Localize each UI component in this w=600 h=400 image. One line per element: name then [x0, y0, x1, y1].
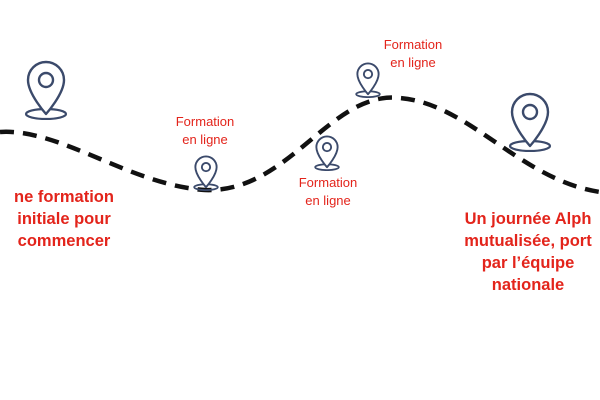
online-3-map-pin-icon — [355, 62, 381, 98]
online-1-map-pin-icon — [193, 155, 219, 191]
national-step-label: Un journée Alph mutualisée, port par l’é… — [464, 210, 592, 294]
online-1-step-label: Formation en ligne — [175, 114, 235, 147]
online-2-step-label: Formation en ligne — [298, 175, 358, 208]
national-map-pin-icon — [508, 92, 552, 152]
online-3-step-label: Formation en ligne — [383, 37, 443, 70]
start-step-label: ne formation initiale pour commencer — [14, 188, 114, 250]
start-map-pin-icon — [24, 60, 68, 120]
online-2-map-pin-icon — [314, 135, 340, 171]
